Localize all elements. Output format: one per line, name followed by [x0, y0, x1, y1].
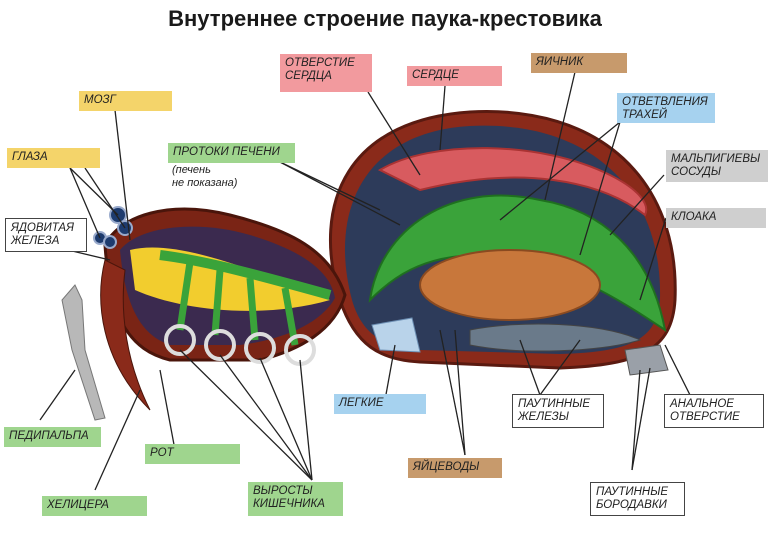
spinnerets — [624, 344, 669, 376]
ovary — [419, 249, 601, 321]
label-mouth-text: РОТ — [150, 447, 174, 459]
brain-nerves — [130, 247, 330, 311]
label-pedipalp-text: ПЕДИПАЛЬПА — [9, 430, 89, 442]
label-heart: СЕРДЦЕ — [407, 66, 502, 86]
lungs — [371, 317, 421, 353]
label-spinnerets-line2: БОРОДАВКИ — [596, 499, 667, 511]
label-poison-gland-line1: ЯДОВИТАЯ — [11, 222, 74, 234]
label-oviducts: ЯЙЦЕВОДЫ — [408, 458, 502, 478]
label-trachea-line1: ОТВЕТВЛЕНИЯ — [622, 96, 708, 108]
label-ovary: ЯИЧНИК — [531, 53, 627, 73]
diagram-title: Внутреннее строение паука-крестовика — [168, 6, 602, 31]
pedipalp — [61, 284, 106, 421]
gut-branches — [176, 261, 299, 346]
liver-note: (печень не показана) — [172, 164, 237, 190]
label-chelicera: ХЕЛИЦЕРА — [42, 496, 147, 516]
label-gut-outgrowths: ВЫРОСТЫ КИШЕЧНИКА — [248, 482, 343, 516]
label-liver-ducts-text: ПРОТОКИ ПЕЧЕНИ — [173, 146, 280, 158]
label-poison-gland: ЯДОВИТАЯ ЖЕЛЕЗА — [5, 218, 87, 252]
label-heart-opening-line2: СЕРДЦА — [285, 70, 332, 82]
silk-glands — [469, 323, 642, 352]
label-gut-outgrowths-line1: ВЫРОСТЫ — [253, 485, 313, 497]
liver-note-line2: не показана) — [172, 177, 238, 189]
label-malpighian: МАЛЬПИГИЕВЫ СОСУДЫ — [666, 150, 768, 182]
label-spinnerets-line1: ПАУТИННЫЕ — [596, 486, 669, 498]
label-cloaca-text: КЛОАКА — [671, 211, 717, 223]
label-silk-glands: ПАУТИННЫЕ ЖЕЛЕЗЫ — [512, 394, 604, 428]
label-ovary-text: ЯИЧНИК — [536, 56, 584, 68]
label-gut-outgrowths-line2: КИШЕЧНИКА — [253, 498, 325, 510]
label-oviducts-text: ЯЙЦЕВОДЫ — [413, 461, 480, 473]
label-poison-gland-line2: ЖЕЛЕЗА — [11, 235, 60, 247]
label-anal-opening-line1: АНАЛЬНОЕ — [670, 398, 734, 410]
label-anal-opening: АНАЛЬНОЕ ОТВЕРСТИЕ — [664, 394, 764, 428]
gut-abdomen — [368, 194, 667, 333]
label-heart-opening: ОТВЕРСТИЕ СЕРДЦА — [280, 54, 372, 92]
label-malpighian-line2: СОСУДЫ — [671, 166, 722, 178]
liver-note-line1: (печень — [172, 164, 211, 176]
label-heart-opening-line1: ОТВЕРСТИЕ — [285, 57, 355, 69]
eye — [103, 235, 117, 249]
label-cloaca: КЛОАКА — [666, 208, 766, 228]
label-heart-text: СЕРДЦЕ — [412, 69, 459, 81]
label-brain-text: МОЗГ — [84, 94, 116, 106]
label-eyes: ГЛАЗА — [7, 148, 100, 168]
label-eyes-text: ГЛАЗА — [12, 151, 48, 163]
label-spinnerets: ПАУТИННЫЕ БОРОДАВКИ — [590, 482, 685, 516]
chelicera — [100, 259, 151, 411]
label-lungs-text: ЛЕГКИЕ — [339, 397, 384, 409]
label-lungs: ЛЕГКИЕ — [334, 394, 426, 414]
label-mouth: РОТ — [145, 444, 240, 464]
label-brain: МОЗГ — [79, 91, 172, 111]
label-trachea-branches: ОТВЕТВЛЕНИЯ ТРАХЕЙ — [617, 93, 715, 123]
label-silk-glands-line1: ПАУТИННЫЕ — [518, 398, 591, 410]
label-anal-opening-line2: ОТВЕРСТИЕ — [670, 411, 740, 423]
label-silk-glands-line2: ЖЕЛЕЗЫ — [518, 411, 569, 423]
label-liver-ducts: ПРОТОКИ ПЕЧЕНИ — [168, 143, 295, 163]
abdomen — [328, 110, 677, 376]
leader-lines — [39, 71, 691, 491]
label-chelicera-text: ХЕЛИЦЕРА — [47, 499, 109, 511]
label-trachea-line2: ТРАХЕЙ — [622, 109, 668, 121]
label-malpighian-line1: МАЛЬПИГИЕВЫ — [671, 153, 761, 165]
label-pedipalp: ПЕДИПАЛЬПА — [4, 427, 101, 447]
cephalothorax — [93, 206, 347, 411]
